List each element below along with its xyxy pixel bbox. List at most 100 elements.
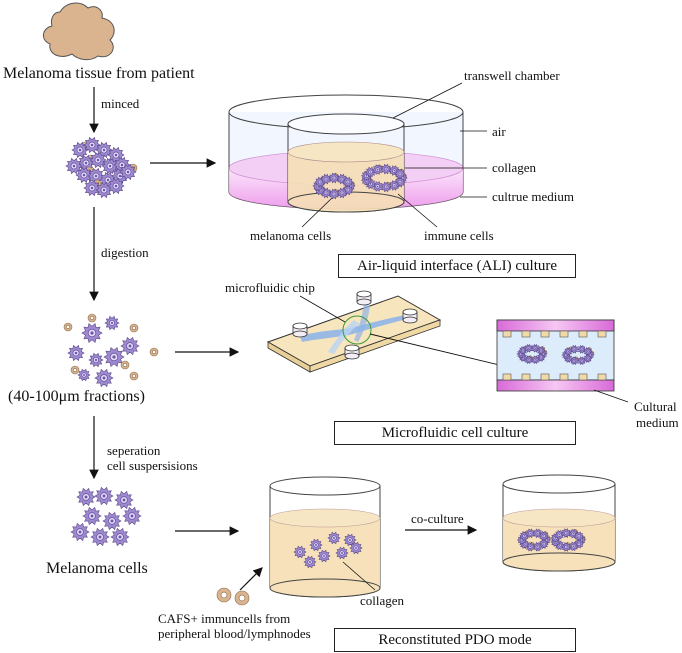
melanoma-cell: [76, 487, 96, 507]
immune-cell: [234, 590, 250, 606]
chip-cell-clusters: [516, 343, 595, 366]
melanoma-cell: [77, 368, 91, 382]
melanoma-cells-ali-label: melanoma cells: [250, 228, 332, 243]
melanoma-cell: [110, 527, 130, 547]
melanoma-cell: [328, 172, 340, 184]
pdo-organoid-right: [550, 528, 587, 552]
minced-fragment-cluster: [65, 136, 138, 199]
ali-culture-box: Air-liquid interface (ALI) culture: [338, 254, 576, 278]
melanoma-cell: [309, 538, 323, 552]
chip-zoom-panel: [496, 319, 615, 392]
fraction-cells: [63, 313, 159, 388]
cafs-label-line2: peripheral blood/lymphnodes: [158, 626, 311, 641]
immune-cell: [129, 371, 139, 381]
melanoma-cell: [70, 522, 90, 542]
immune-cell: [70, 365, 80, 375]
melanoma-cell: [67, 344, 85, 362]
cafs-immune-cells: [216, 587, 250, 606]
immune-cell: [120, 360, 130, 370]
melanoma-cell: [327, 531, 341, 545]
melanoma-cell: [532, 528, 543, 539]
melanoma-cell: [83, 136, 101, 154]
melanoma-cell: [101, 157, 119, 175]
melanoma-cell: [349, 541, 363, 555]
melanoma-cell: [532, 541, 543, 552]
melanoma-cell: [75, 166, 93, 184]
pdo-beaker-1: [269, 476, 381, 598]
cafs-label-line1: CAFS+ immuncells from: [158, 611, 291, 626]
melanoma-cell: [336, 187, 348, 199]
melanoma-cell: [103, 346, 125, 368]
tissue-blob: [43, 2, 115, 61]
melanoma-cell: [102, 511, 122, 531]
melanoma-cell: [388, 180, 400, 191]
melanoma-cell: [71, 141, 89, 159]
arrow-cafs: [239, 567, 263, 591]
melanoma-cell: [104, 315, 120, 331]
immune-cell: [149, 347, 159, 357]
melanoma-cell: [81, 322, 103, 344]
air-label: air: [492, 124, 506, 139]
ali-cell-clusters: [312, 163, 408, 200]
melanoma-cell: [320, 173, 332, 185]
pdo-mode-box: Reconstituted PDO mode: [334, 628, 576, 652]
melanoma-cell: [65, 157, 83, 175]
melanoma-cell: [380, 163, 392, 175]
melanoma-cell: [561, 528, 572, 539]
melanoma-cell: [317, 549, 331, 563]
immune-cell: [129, 323, 139, 333]
melanoma-cell: [303, 555, 317, 569]
chip-organoid-right: [561, 344, 595, 366]
chip-organoid-left: [516, 343, 548, 365]
melanoma-cell: [538, 531, 549, 541]
melanoma-cell: [343, 533, 357, 547]
melanoma-cell: [120, 336, 140, 356]
melanoma-cell: [583, 347, 593, 356]
melanoma-cell: [90, 527, 110, 547]
transwell-label: transwell chamber: [464, 68, 560, 83]
ali-organoid-right: [360, 163, 408, 193]
melanoma-cell: [83, 179, 101, 197]
melanoma-cell: [82, 506, 102, 526]
collagen-pdo-label: collagen: [360, 593, 405, 608]
medium-label-chip: medium: [636, 415, 679, 430]
pdo-organoid-left: [516, 528, 552, 552]
tissue-label: Melanoma tissue from patient: [3, 65, 195, 82]
microfluidic-culture-box: Microfluidic cell culture: [334, 421, 576, 445]
single-melanoma-cells: [70, 486, 142, 547]
collagen-label: collagen: [492, 160, 537, 175]
melanoma-cell: [554, 540, 565, 551]
immune-cell: [63, 322, 73, 332]
melanoma-cell: [394, 168, 406, 180]
cultural-label: Cultural: [634, 399, 677, 414]
melanoma-cell: [122, 506, 142, 526]
immune-cells-label: immune cells: [424, 228, 494, 243]
melanoma-cell: [577, 356, 587, 366]
microfluidic-chip-label: microfluidic chip: [225, 280, 315, 295]
melanoma-cell: [94, 368, 114, 388]
pdo-beaker-2: [502, 474, 616, 572]
melanoma-cell: [335, 546, 349, 560]
melanoma-cell: [94, 486, 114, 506]
chip-ports: [292, 290, 418, 360]
ali-organoid-left: [312, 172, 356, 200]
melanoma-cell: [536, 346, 546, 355]
melanoma-cell: [569, 344, 579, 354]
melanoma-cell: [88, 352, 104, 368]
coculture-label: co-culture: [411, 511, 464, 526]
separation-label: seperation: [107, 443, 161, 458]
pdo-collagen-cells: [293, 531, 363, 569]
melanoma-cell: [342, 176, 354, 188]
melanoma-cells-label: Melanoma cells: [46, 560, 148, 577]
fractions-label: (40-100μm fractions): [8, 388, 145, 405]
melanoma-cell: [293, 545, 307, 559]
melanoma-cell: [107, 177, 125, 195]
digestion-label: digestion: [101, 245, 149, 260]
minced-label: minced: [101, 96, 140, 111]
immune-cell: [87, 313, 97, 323]
melanoma-cell: [380, 181, 392, 193]
melanoma-cell: [525, 528, 536, 539]
suspension-label: cell suspersisions: [107, 458, 198, 473]
